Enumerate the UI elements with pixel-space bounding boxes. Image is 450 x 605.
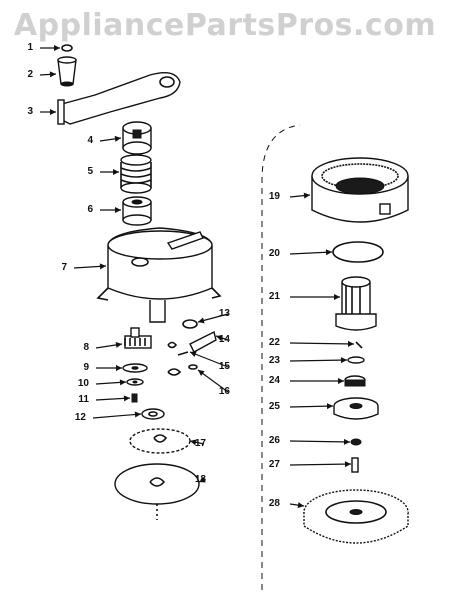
callout-label-25: 25 <box>269 401 281 412</box>
part-16-link[interactable] <box>167 364 198 376</box>
callout-arrow-22 <box>289 342 355 345</box>
callout-arrowhead-22 <box>347 340 354 347</box>
callout-arrowhead-13 <box>198 317 205 324</box>
callout-label-11: 11 <box>78 394 89 405</box>
callout-arrowhead-18 <box>199 476 206 483</box>
callout-label-22: 22 <box>269 337 281 348</box>
callout-label-6: 6 <box>87 204 93 215</box>
part-9-washer[interactable] <box>122 363 148 373</box>
callout-arrowhead-26 <box>343 438 350 445</box>
part-22-pin[interactable] <box>355 341 363 349</box>
callout-arrow-12 <box>92 413 142 419</box>
callout-label-15: 15 <box>219 361 231 372</box>
callout-label-3: 3 <box>27 106 33 117</box>
part-28-base-gear[interactable] <box>303 489 409 544</box>
callout-arrowhead-17 <box>190 439 197 446</box>
callout-arrow-15 <box>189 351 229 368</box>
part-4-hub[interactable] <box>122 121 152 155</box>
callout-label-21: 21 <box>269 291 281 302</box>
callout-arrowhead-25 <box>326 403 333 410</box>
part-13-ring[interactable] <box>182 319 198 329</box>
part-2-knob[interactable] <box>57 56 77 87</box>
part-5-spring[interactable] <box>120 154 152 194</box>
callout-label-2: 2 <box>27 69 33 80</box>
callout-arrowhead-5 <box>113 169 119 175</box>
callout-arrowhead-7 <box>99 263 106 270</box>
callout-arrowhead-6 <box>115 207 121 213</box>
callout-arrow-20 <box>289 251 333 255</box>
callout-label-28: 28 <box>269 498 281 509</box>
callout-arrowhead-16 <box>198 370 205 376</box>
callout-arrowhead-14 <box>216 335 223 341</box>
callout-arrowhead-20 <box>325 249 332 256</box>
callout-arrowhead-27 <box>344 461 351 468</box>
callout-label-12: 12 <box>75 412 87 423</box>
callout-label-16: 16 <box>219 386 231 397</box>
callout-label-19: 19 <box>269 191 281 202</box>
callout-label-10: 10 <box>78 378 90 389</box>
part-8-gear[interactable] <box>124 327 152 349</box>
callout-arrowhead-21 <box>334 294 340 300</box>
callout-label-9: 9 <box>83 362 89 373</box>
callout-arrowhead-15 <box>190 351 197 357</box>
callout-label-7: 7 <box>61 262 67 273</box>
callout-label-5: 5 <box>87 166 93 177</box>
part-21-motor[interactable] <box>335 276 377 331</box>
callout-arrowhead-23 <box>340 357 347 364</box>
callout-arrowhead-4 <box>114 135 121 142</box>
callout-label-17: 17 <box>195 438 207 449</box>
callout-labels: 1234567891011121314151617181920212223242… <box>27 42 280 509</box>
callout-arrowhead-8 <box>115 341 122 348</box>
part-15-clip[interactable] <box>167 341 189 356</box>
callout-label-18: 18 <box>195 474 207 485</box>
dashed-reference-line <box>261 124 301 590</box>
callout-label-8: 8 <box>83 342 89 353</box>
callout-label-20: 20 <box>269 248 281 259</box>
part-20-o-ring[interactable] <box>332 241 384 263</box>
part-25-cam-assembly[interactable] <box>333 397 379 420</box>
part-26-screw[interactable] <box>350 438 362 446</box>
callout-arrow-16 <box>197 369 229 393</box>
callout-arrowhead-24 <box>338 378 344 384</box>
callout-label-26: 26 <box>269 435 281 446</box>
callout-arrowhead-9 <box>116 365 122 371</box>
callout-arrows <box>39 45 355 509</box>
part-19-ring-gear-housing[interactable] <box>311 157 409 223</box>
callout-label-14: 14 <box>219 334 231 345</box>
callout-arrow-23 <box>289 359 348 362</box>
part-1-ring[interactable] <box>61 44 73 52</box>
part-11-pin[interactable] <box>131 393 138 403</box>
callout-arrowhead-19 <box>303 192 310 199</box>
part-10-washer[interactable] <box>126 378 144 386</box>
callout-arrow-25 <box>289 405 334 408</box>
part-18-base-plate[interactable] <box>114 463 200 520</box>
part-14-lever[interactable] <box>189 330 217 353</box>
callout-label-13: 13 <box>219 308 231 319</box>
callout-arrowhead-12 <box>134 411 141 418</box>
callout-arrowhead-28 <box>297 502 304 509</box>
callout-arrowhead-10 <box>119 379 126 386</box>
part-12-cam[interactable] <box>141 408 165 420</box>
part-27-shaft[interactable] <box>351 457 359 473</box>
part-3-crank-handle[interactable] <box>57 72 181 125</box>
callout-label-24: 24 <box>269 375 281 386</box>
callout-label-27: 27 <box>269 459 281 470</box>
callout-arrow-27 <box>289 463 352 466</box>
callout-arrowhead-1 <box>54 45 60 51</box>
part-17-toothed-disc[interactable] <box>129 428 191 454</box>
callout-arrowhead-3 <box>50 109 56 115</box>
part-7-housing[interactable] <box>96 227 222 323</box>
part-24-small-gear[interactable] <box>344 375 366 387</box>
callout-arrowhead-11 <box>123 395 130 402</box>
callout-label-1: 1 <box>27 42 33 53</box>
part-23-washer[interactable] <box>347 356 365 364</box>
part-6-bushing[interactable] <box>122 196 152 226</box>
callout-arrowhead-2 <box>49 71 56 78</box>
callout-label-4: 4 <box>87 135 93 146</box>
callout-label-23: 23 <box>269 355 281 366</box>
callout-arrow-26 <box>289 440 351 443</box>
